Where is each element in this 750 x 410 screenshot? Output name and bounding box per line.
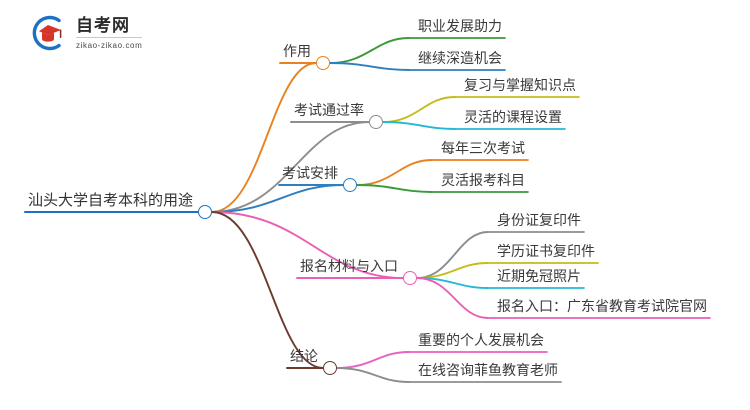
leaf-node-2-1[interactable]: 灵活报考科目 [436, 174, 530, 191]
branch-node-0-label: 作用 [283, 44, 311, 60]
branch-dot-0[interactable] [316, 56, 330, 70]
leaf-node-4-1[interactable]: 在线咨询菲鱼教育老师 [413, 364, 563, 381]
leaf-node-3-0-label: 身份证复印件 [497, 213, 581, 229]
branch-node-2-label: 考试安排 [282, 166, 338, 182]
site-logo: 自考网 zikao-zikao.com [28, 12, 178, 54]
leaf-node-3-2-label: 近期免冠照片 [497, 269, 581, 285]
branch-node-1-label: 考试通过率 [294, 103, 364, 119]
branch-node-4-label: 结论 [290, 349, 318, 365]
branch-node-2[interactable]: 考试安排 [277, 167, 343, 184]
leaf-node-3-0[interactable]: 身份证复印件 [492, 214, 586, 231]
leaf-node-1-0[interactable]: 复习与掌握知识点 [459, 79, 581, 96]
leaf-node-0-1[interactable]: 继续深造机会 [413, 52, 507, 69]
branch-dot-1[interactable] [369, 115, 383, 129]
branch-node-3[interactable]: 报名材料与入口 [295, 260, 403, 277]
leaf-node-3-3[interactable]: 报名入口：广东省教育考试院官网 [492, 300, 712, 317]
leaf-node-0-0[interactable]: 职业发展助力 [413, 20, 507, 37]
leaf-node-4-1-label: 在线咨询菲鱼教育老师 [418, 363, 558, 379]
leaf-node-3-1[interactable]: 学历证书复印件 [492, 245, 600, 262]
leaf-node-1-1-label: 灵活的课程设置 [464, 110, 562, 126]
leaf-node-3-3-label: 报名入口：广东省教育考试院官网 [497, 299, 707, 315]
leaf-node-1-1[interactable]: 灵活的课程设置 [459, 111, 567, 128]
branch-node-4[interactable]: 结论 [285, 350, 323, 367]
branch-dot-2[interactable] [343, 178, 357, 192]
branch-dot-3[interactable] [403, 271, 417, 285]
leaf-node-0-1-label: 继续深造机会 [418, 51, 502, 67]
branch-node-3-label: 报名材料与入口 [300, 259, 398, 275]
leaf-node-2-1-label: 灵活报考科目 [441, 173, 525, 189]
root-node[interactable]: 汕头大学自考本科的用途 [23, 193, 198, 211]
branch-node-1[interactable]: 考试通过率 [289, 104, 369, 121]
logo-mark-icon [28, 13, 68, 53]
leaf-node-2-0[interactable]: 每年三次考试 [436, 142, 530, 159]
root-node-label: 汕头大学自考本科的用途 [27, 191, 193, 209]
leaf-node-0-0-label: 职业发展助力 [418, 19, 502, 35]
branch-node-0[interactable]: 作用 [278, 45, 316, 62]
leaf-node-3-2[interactable]: 近期免冠照片 [492, 270, 586, 287]
logo-wordmark: 自考网 zikao-zikao.com [76, 15, 143, 52]
leaf-node-4-0-label: 重要的个人发展机会 [418, 333, 544, 349]
leaf-node-4-0[interactable]: 重要的个人发展机会 [413, 334, 549, 351]
branch-dot-4[interactable] [323, 361, 337, 375]
leaf-node-2-0-label: 每年三次考试 [441, 141, 525, 157]
leaf-node-3-1-label: 学历证书复印件 [497, 244, 595, 260]
logo-cn-text: 自考网 [76, 17, 143, 38]
root-dot[interactable] [198, 205, 212, 219]
logo-en-text: zikao-zikao.com [76, 40, 143, 50]
leaf-node-1-0-label: 复习与掌握知识点 [464, 78, 576, 94]
